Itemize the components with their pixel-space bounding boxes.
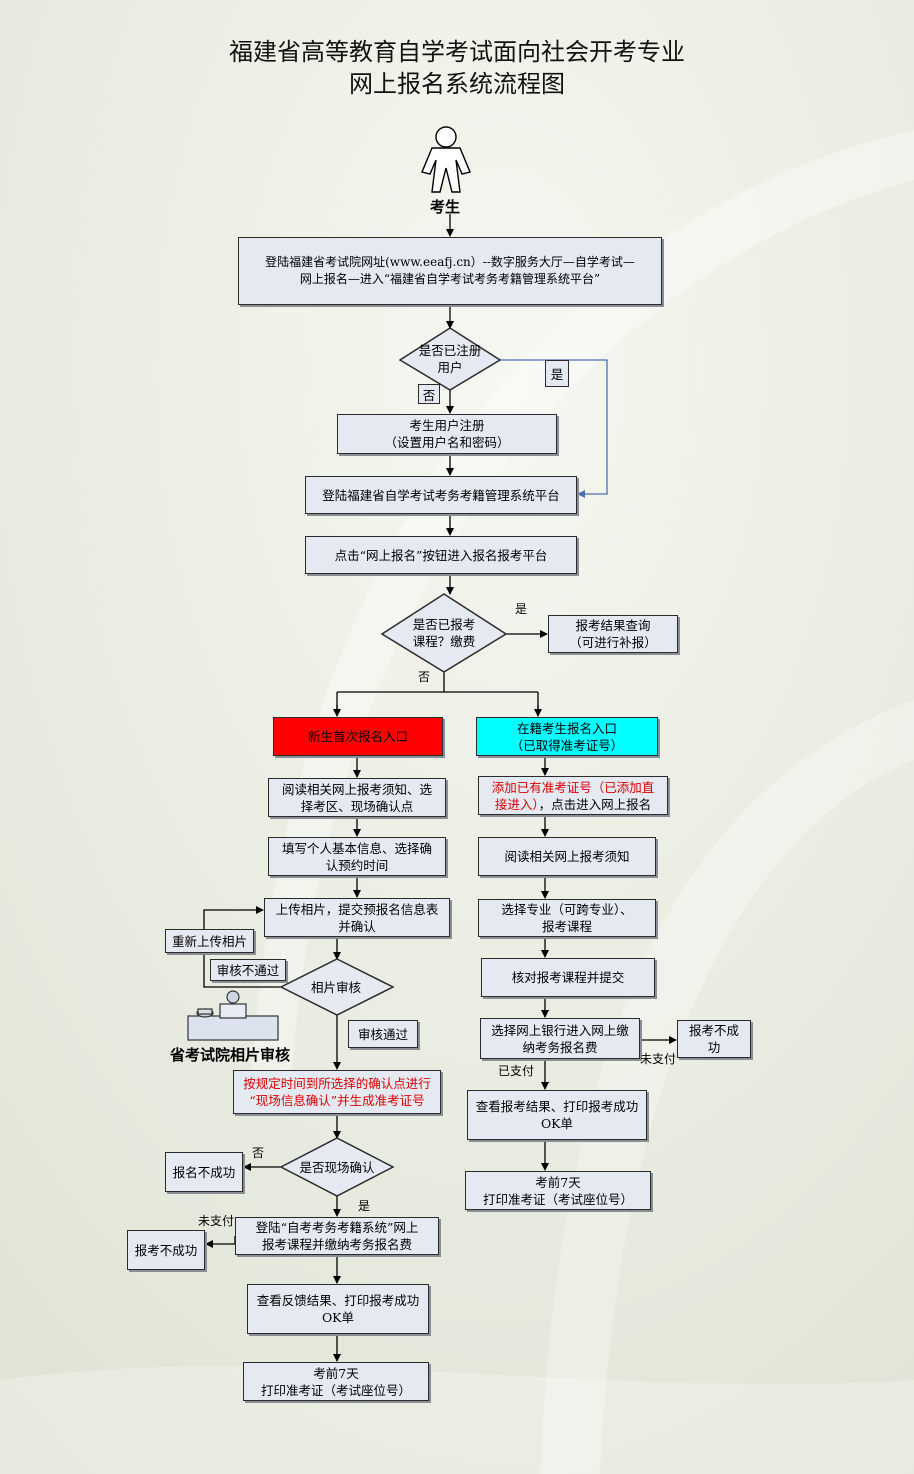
arrow-applied-split <box>336 672 539 716</box>
new-print-box: 考前7天打印准考证（考试座位号） <box>243 1362 429 1401</box>
reupload-box: 重新上传相片 <box>165 929 254 953</box>
decision-registered-text: 是否已注册用户 <box>418 343 482 375</box>
label-yes-registered: 是 <box>545 360 569 387</box>
decision-photo-review <box>279 958 395 1016</box>
photo-pass-box: 审核通过 <box>348 1020 418 1048</box>
label-unpaid-old: 未支付 <box>640 1052 677 1066</box>
decision-applied-text: 是否已报考课程？缴费 <box>412 617 476 649</box>
old-bank-box: 选择网上银行进入网上缴纳考务报名费 <box>480 1018 640 1059</box>
label-no-onsite: 否 <box>252 1146 265 1160</box>
login-site-box: 登陆福建省考试院网址(www.eeafj.cn）--数字服务大厅—自学考试— 网… <box>238 237 662 305</box>
result-query-box: 报考结果查询（可进行补报） <box>548 615 678 653</box>
decision-onsite <box>279 1137 395 1197</box>
photo-fail-box: 审核不通过 <box>210 959 286 981</box>
login-site-line1: 登陆福建省考试院网址(www.eeafj.cn）--数字服务大厅—自学考试— <box>265 255 635 269</box>
reviewer-caption: 省考试院相片审核 <box>170 1046 291 1064</box>
new-entry-box: 新生首次报名入口 <box>273 717 443 756</box>
login-platform-box: 登陆福建省自学考试考务考籍管理系统平台 <box>305 476 577 514</box>
signup-fail-box: 报名不成功 <box>165 1152 243 1192</box>
old-read-box: 阅读相关网上报考须知 <box>478 837 656 876</box>
old-entry-box: 在籍考生报名入口（已取得准考证号） <box>476 717 658 756</box>
label-paid-old: 已支付 <box>498 1064 535 1078</box>
actor-label: 考生 <box>430 198 461 216</box>
label-no-registered: 否 <box>418 384 440 404</box>
upload-box: 上传相片，提交预报名信息表并确认 <box>264 898 450 937</box>
label-yes-applied: 是 <box>515 602 528 616</box>
new-read-box: 阅读相关网上报考须知、选择考区、现场确认点 <box>268 778 446 817</box>
login-site-line2: 网上报名—进入“福建省自学考试考务考籍管理系统平台” <box>299 272 601 286</box>
label-no-applied: 否 <box>418 670 431 684</box>
page-title-line2: 网上报名系统流程图 <box>349 70 565 98</box>
old-check-box: 核对报考课程并提交 <box>481 958 655 997</box>
decision-photo-text: 相片审核 <box>310 979 361 995</box>
decision-onsite-text: 是否现场确认 <box>299 1159 375 1175</box>
label-unpaid-new: 未支付 <box>198 1214 235 1228</box>
register-box: 考生用户注册（设置用户名和密码） <box>337 414 557 454</box>
old-apply-fail-box: 报考不成功 <box>677 1020 751 1058</box>
new-fill-box: 填写个人基本信息、选择确认预约时间 <box>268 837 446 876</box>
decision-applied <box>380 593 508 673</box>
old-add-box: 添加已有准考证号（已添加直 接进入），点击进入网上报名 <box>478 776 668 815</box>
person-icon <box>421 126 471 193</box>
onsite-confirm-box: 按规定时间到所选择的确认点进行“现场信息确认”并生成准考证号 <box>233 1070 441 1114</box>
page-title-line1: 福建省高等教育自学考试面向社会开考专业 <box>229 38 685 66</box>
new-apply-fail-box: 报考不成功 <box>127 1230 205 1270</box>
decision-registered <box>398 327 502 391</box>
arrow-pay-fail <box>205 1236 236 1248</box>
reviewer-icon <box>187 990 279 1041</box>
label-yes-onsite: 是 <box>358 1199 371 1213</box>
click-apply-box: 点击“网上报名”按钮进入报名报考平台 <box>305 536 577 574</box>
new-pay-box: 登陆“自考考务考籍系统”网上报考课程并缴纳考务报名费 <box>235 1217 439 1255</box>
old-print-box: 考前7天打印准考证（考试座位号） <box>465 1171 651 1210</box>
old-select-box: 选择专业（可跨专业）、报考课程 <box>478 899 656 937</box>
